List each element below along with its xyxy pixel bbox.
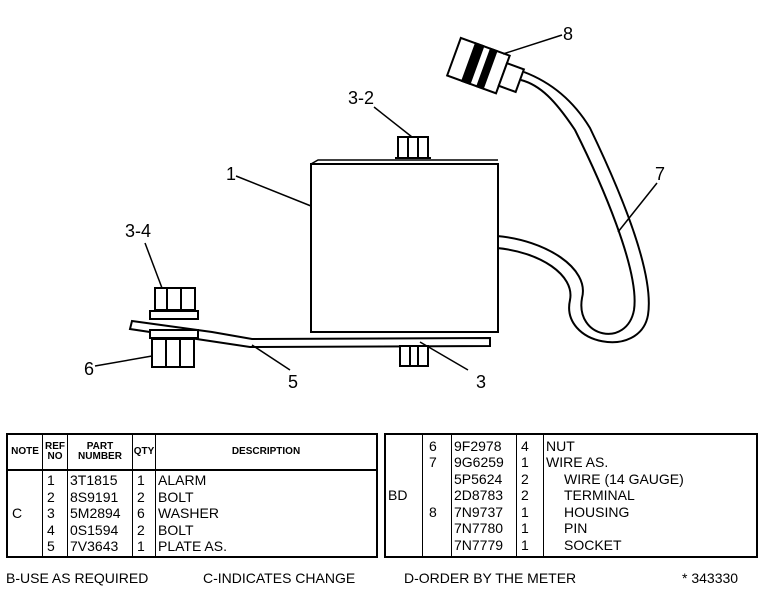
leader-lines xyxy=(94,34,658,371)
qty-cell: 1 xyxy=(137,472,145,489)
parts-table-right: BD 6 7 8 9F2978 9G6259 5P5624 2D8783 7N9… xyxy=(384,433,758,558)
qty-cell: 1 xyxy=(521,536,529,553)
ref-cell: 2 xyxy=(47,488,55,505)
header-part-number: PART NUMBER xyxy=(67,434,133,471)
part-column: 9F2978 9G6259 5P5624 2D8783 7N9737 7N778… xyxy=(451,434,517,557)
header-ref-no-line1: REF xyxy=(45,441,65,452)
ref-cell: 7 xyxy=(429,454,437,471)
note-cell: BD xyxy=(385,434,423,557)
ref-cell xyxy=(429,520,451,537)
header-qty: QTY xyxy=(132,434,156,471)
description-cell: BOLT xyxy=(158,488,194,505)
parts-table-header: NOTE REF NO PART NUMBER QTY DESCRIPTION xyxy=(7,434,377,471)
ref-column: 6 7 8 xyxy=(422,434,452,557)
footer-d-note: D-ORDER BY THE METER xyxy=(404,570,577,586)
part-number-cell: 9G6259 xyxy=(454,454,504,471)
qty-cell: 2 xyxy=(521,487,529,504)
alarm-assembly-diagram: 1 3-2 3-4 6 5 3 7 8 xyxy=(84,24,665,392)
qty-cell: 1 xyxy=(521,503,529,520)
description-column: ALARM BOLT WASHER BOLT PLATE AS. xyxy=(156,470,378,557)
bottom-nut xyxy=(399,345,429,367)
description-cell: TERMINAL xyxy=(564,487,635,504)
part-number-cell: 8S9191 xyxy=(70,488,119,505)
description-cell: WIRE AS. xyxy=(546,454,609,471)
callout-3-4: 3-4 xyxy=(125,221,151,241)
ref-cell: 5 xyxy=(47,538,55,555)
note-cell: C xyxy=(7,470,43,557)
callout-7: 7 xyxy=(655,164,665,184)
callout-3: 3 xyxy=(476,372,486,392)
callout-1: 1 xyxy=(226,164,236,184)
connector-housing xyxy=(445,36,526,95)
drawing-number: * 343330 xyxy=(682,570,739,586)
ref-cell: 4 xyxy=(47,521,55,538)
footer-notes: B-USE AS REQUIRED C-INDICATES CHANGE D-O… xyxy=(0,570,765,592)
callout-5: 5 xyxy=(288,372,298,392)
top-bolt xyxy=(395,136,431,159)
description-cell: PIN xyxy=(564,520,588,537)
description-cell: PLATE AS. xyxy=(158,538,227,555)
footer-b-note: B-USE AS REQUIRED xyxy=(6,570,149,586)
ref-cell: 3 xyxy=(47,505,55,522)
parts-table-body: C 1 2 3 4 5 3T1815 8S9191 5M2894 0S1594 … xyxy=(7,470,377,557)
callout-6: 6 xyxy=(84,359,94,379)
qty-cell: 1 xyxy=(521,454,529,471)
callout-3-2: 3-2 xyxy=(348,88,374,108)
part-number-cell: 7V3643 xyxy=(70,538,119,555)
ref-column: 1 2 3 4 5 xyxy=(42,470,68,557)
part-number-cell: 7N7780 xyxy=(454,520,504,537)
part-number-cell: 0S1594 xyxy=(70,521,119,538)
part-number-cell: 7N9737 xyxy=(454,503,504,520)
header-description: DESCRIPTION xyxy=(155,434,377,471)
part-number-cell: 5P5624 xyxy=(454,470,503,487)
ref-cell: 6 xyxy=(429,437,437,454)
parts-table-body: BD 6 7 8 9F2978 9G6259 5P5624 2D8783 7N9… xyxy=(385,434,757,557)
part-number-cell: 5M2894 xyxy=(70,505,121,522)
part-number-cell: 9F2978 xyxy=(454,437,502,454)
left-bolt-stack xyxy=(149,287,199,368)
description-cell: WASHER xyxy=(158,505,219,522)
qty-cell: 2 xyxy=(137,521,145,538)
header-ref-no: REF NO xyxy=(42,434,68,471)
parts-table-left: NOTE REF NO PART NUMBER QTY DESCRIPTION … xyxy=(6,433,378,558)
ref-cell: 8 xyxy=(429,503,437,520)
part-number-cell: 7N7779 xyxy=(454,536,504,553)
description-cell: SOCKET xyxy=(564,536,622,553)
qty-column: 4 1 2 2 1 1 1 xyxy=(516,434,544,557)
wire-harness-strand-inner xyxy=(496,71,650,344)
header-part-line2: NUMBER xyxy=(78,451,122,462)
part-number-cell: 2D8783 xyxy=(454,487,504,504)
description-cell: WIRE (14 GAUGE) xyxy=(564,470,684,487)
description-column: NUT WIRE AS. WIRE (14 GAUGE) TERMINAL HO… xyxy=(544,434,758,557)
qty-cell: 1 xyxy=(137,538,145,555)
header-ref-no-line2: NO xyxy=(47,451,63,462)
qty-cell: 2 xyxy=(137,488,145,505)
qty-cell: 2 xyxy=(521,470,529,487)
wire-harness-strand-outer xyxy=(496,79,636,335)
part-number-cell: 3T1815 xyxy=(70,472,118,489)
qty-cell: 4 xyxy=(521,437,529,454)
description-cell: BOLT xyxy=(158,521,194,538)
qty-cell: 6 xyxy=(137,505,145,522)
footer-c-note: C-INDICATES CHANGE xyxy=(203,570,356,586)
callout-8: 8 xyxy=(563,24,573,44)
part-column: 3T1815 8S9191 5M2894 0S1594 7V3643 xyxy=(67,470,133,557)
ref-cell xyxy=(429,471,451,488)
ref-cell xyxy=(429,487,451,504)
ref-cell: 1 xyxy=(47,472,55,489)
description-cell: NUT xyxy=(546,437,575,454)
qty-column: 1 2 6 2 1 xyxy=(132,470,156,557)
ref-cell xyxy=(429,537,451,554)
header-note: NOTE xyxy=(7,434,43,471)
description-cell: ALARM xyxy=(158,472,207,489)
alarm-box xyxy=(310,163,499,333)
description-cell: HOUSING xyxy=(564,503,630,520)
qty-cell: 1 xyxy=(521,520,529,537)
header-part-line1: PART xyxy=(86,441,114,452)
